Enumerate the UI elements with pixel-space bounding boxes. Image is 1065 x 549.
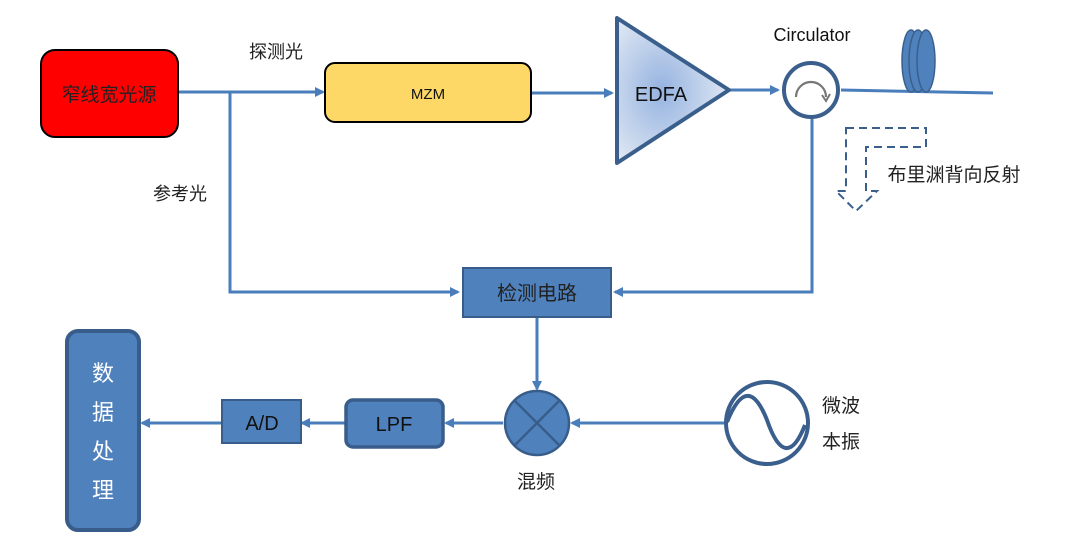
circulator-label: Circulator	[773, 25, 850, 45]
lo-block[interactable]	[724, 380, 810, 466]
backscatter-arrow-icon	[833, 127, 927, 213]
connections	[140, 85, 994, 428]
multiplier-cross-icon	[513, 399, 561, 447]
mixer-label: 混频	[517, 471, 555, 493]
lo-label-line2: 本振	[822, 431, 860, 453]
sine-wave-icon	[725, 393, 807, 450]
lpf-label: LPF	[376, 414, 413, 436]
light-source-block[interactable]: 窄线宽光源	[40, 49, 179, 138]
lpf-block[interactable]: LPF	[344, 398, 445, 449]
processing-char-4: 理	[92, 479, 114, 504]
line-circulator-to-detector	[613, 113, 814, 297]
processing-char-3: 处	[92, 440, 114, 465]
processing-char-1: 数	[92, 362, 114, 387]
adc-block[interactable]: A/D	[221, 399, 302, 444]
probe-light-label: 探测光	[249, 42, 303, 63]
mixer-block[interactable]	[503, 389, 571, 457]
adc-label: A/D	[245, 413, 278, 435]
detector-block[interactable]: 检测电路	[462, 267, 612, 318]
light-source-label: 窄线宽光源	[61, 84, 156, 106]
mzm-block[interactable]: MZM	[324, 62, 532, 123]
edfa-block[interactable]: EDFA	[615, 16, 731, 165]
processing-char-2: 据	[92, 401, 114, 426]
detector-label: 检测电路	[497, 281, 577, 305]
lo-label-line1: 微波	[822, 395, 860, 417]
line-reference-to-detector	[228, 92, 460, 297]
fiber-spool-icon	[901, 29, 936, 93]
reference-light-label: 参考光	[153, 184, 207, 205]
circulator-block[interactable]	[782, 61, 840, 119]
processing-block[interactable]: 数 据 处 理	[65, 329, 141, 532]
circular-arrow-icon	[794, 80, 831, 103]
mzm-label: MZM	[411, 86, 445, 103]
backscatter-label: 布里渊背向反射	[887, 164, 1020, 186]
edfa-label: EDFA	[635, 84, 688, 106]
